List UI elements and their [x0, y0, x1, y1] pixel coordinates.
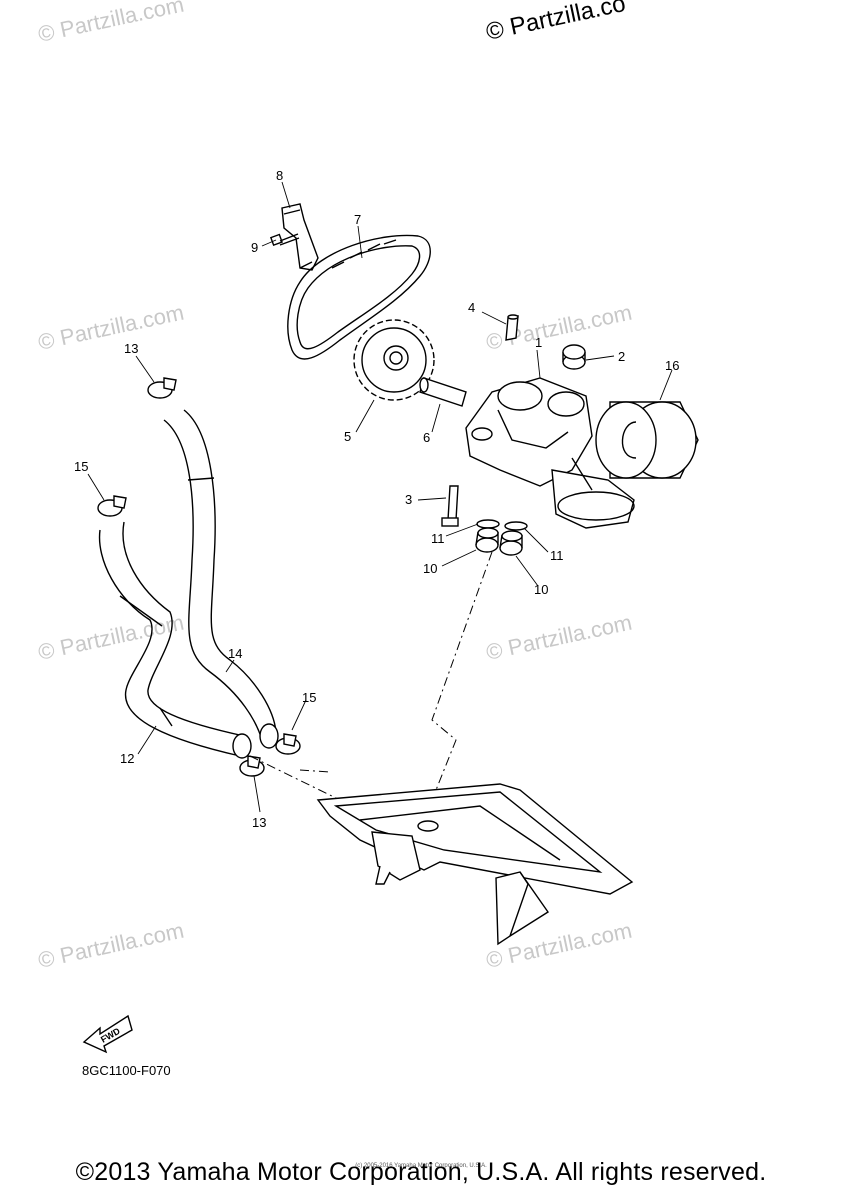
- part-6-shaft: [419, 377, 467, 407]
- callout-14: 14: [228, 646, 242, 661]
- part-4-dowel: [505, 314, 519, 341]
- part-8-chain-guide: [281, 203, 319, 271]
- callout-11a: 11: [431, 531, 445, 546]
- callout-1: 1: [535, 335, 542, 350]
- part-7-chain: [287, 234, 431, 360]
- callout-6: 6: [423, 430, 430, 445]
- watermark: © Partzilla.com: [484, 300, 634, 355]
- callout-11b: 11: [550, 548, 564, 563]
- part-15-clamp: [97, 495, 301, 755]
- assembly-line: [299, 769, 331, 773]
- part-13-clamp: [147, 377, 265, 777]
- callout-13a: 13: [124, 341, 138, 356]
- callout-10a: 10: [423, 561, 437, 576]
- callout-3: 3: [405, 492, 412, 507]
- leader-lines: [87, 181, 673, 813]
- part-9-bolt: [269, 233, 300, 247]
- callout-15b: 15: [302, 690, 316, 705]
- callout-10b: 10: [534, 582, 548, 597]
- watermark: © Partzilla.com: [36, 0, 186, 47]
- assembly-line: [249, 755, 341, 801]
- watermark: © Partzilla.com: [484, 610, 634, 665]
- assembly-line: [419, 551, 493, 831]
- callouts: 1 2 3 4 5 6 7 8 9 10 10 11 11 12 13 13 1…: [74, 168, 679, 830]
- part-3-bolt: [441, 485, 459, 527]
- part-14-hose: [163, 409, 279, 749]
- watermark: © Partzilla.com: [36, 918, 186, 973]
- fwd-arrow-icon: FWD: [82, 1014, 133, 1054]
- callout-9: 9: [251, 240, 258, 255]
- callout-4: 4: [468, 300, 475, 315]
- tiny-credit: (c) 2005-2016 Yamaha Motor Corporation, …: [355, 1163, 487, 1169]
- callout-15a: 15: [74, 459, 88, 474]
- callout-12: 12: [120, 751, 134, 766]
- watermark: © Partzilla.com: [36, 300, 186, 355]
- callout-13b: 13: [252, 815, 266, 830]
- part-10-collars: [475, 527, 523, 556]
- part-12-hose: [98, 521, 252, 759]
- part-16-oil-filter: [595, 401, 699, 479]
- part-5-sprocket: [353, 319, 435, 401]
- part-2-collar: [562, 344, 586, 370]
- callout-5: 5: [344, 429, 351, 444]
- copyright-notice: ©2013 Yamaha Motor Corporation, U.S.A. A…: [75, 1158, 767, 1186]
- watermark: © Partzilla.com: [36, 610, 186, 665]
- callout-2: 2: [618, 349, 625, 364]
- part-1-oil-pump: [465, 377, 635, 529]
- oil-pan: [316, 783, 634, 946]
- watermark-top: © Partzilla.co: [484, 0, 628, 46]
- callout-7: 7: [354, 212, 361, 227]
- callout-16: 16: [665, 358, 679, 373]
- diagram-code: 8GC1100-F070: [82, 1063, 171, 1078]
- callout-8: 8: [276, 168, 283, 183]
